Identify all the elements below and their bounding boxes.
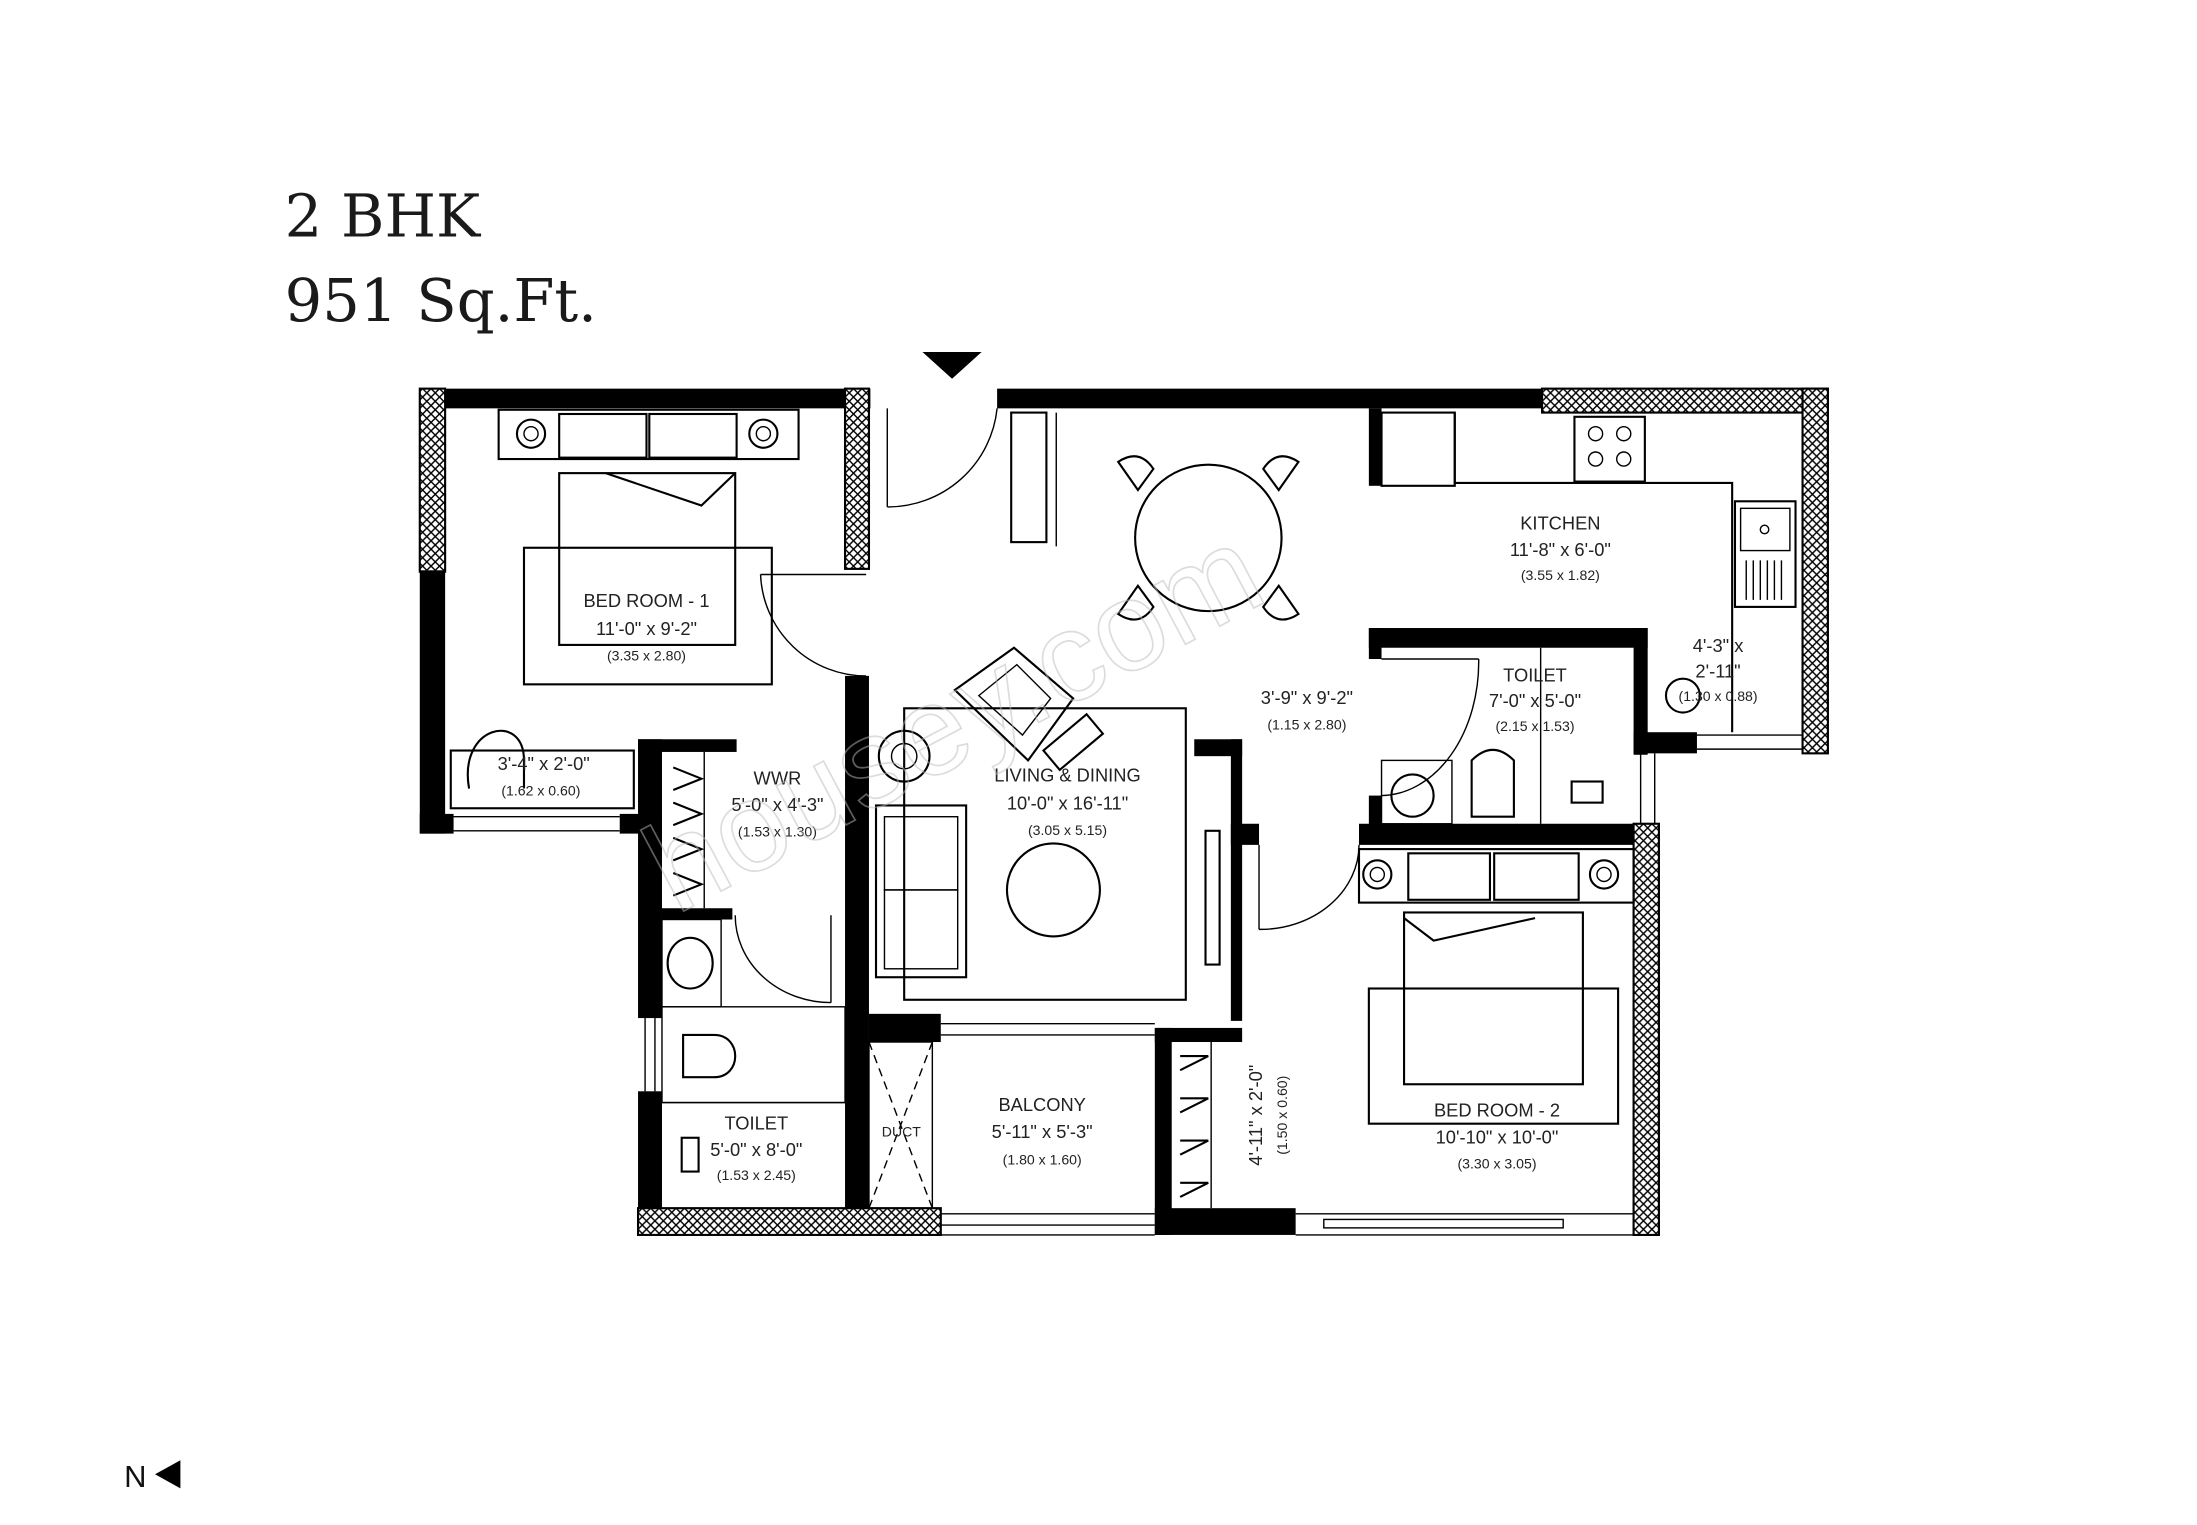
wwr-metric: (1.53 x 1.30) [738,823,817,839]
bed2-wardrobe-dim: 4'-11" x 2'-0" [1245,1065,1266,1166]
balcony-name: BALCONY [998,1094,1085,1115]
passage-metric: (1.15 x 2.80) [1267,716,1346,732]
kitchen-name: KITCHEN [1520,512,1600,533]
entry-arrow-icon [922,352,982,379]
utility-metric: (1.30 x 0.88) [1679,688,1758,704]
bed1-wardrobe-dim: 3'-4" x 2'-0" [498,753,590,774]
utility-dim-line1: 4'-3" x [1693,635,1744,656]
kitchen-fixtures [1380,411,1797,733]
bedroom2-door[interactable] [1258,844,1360,931]
bedroom1-metric: (3.35 x 2.80) [607,647,686,663]
kitchen-dim: 11'-8" x 6'-0" [1510,539,1611,560]
living-name: LIVING & DINING [994,765,1140,786]
wwr-dim: 5'-0" x 4'-3" [731,794,823,815]
living-dim: 10'-0" x 16'-11" [1007,793,1128,814]
bedroom1-name: BED ROOM - 1 [583,590,709,611]
north-label: N [124,1459,146,1494]
bedroom2-metric: (3.30 x 3.05) [1457,1156,1536,1172]
toilet2-dim: 7'-0" x 5'-0" [1489,690,1581,711]
toilet1-metric: (1.53 x 2.45) [717,1167,796,1183]
toilet2-metric: (2.15 x 1.53) [1495,718,1574,734]
bedroom2-dim: 10'-10" x 10'-0" [1436,1126,1559,1147]
toilet1-name: TOILET [724,1112,788,1133]
bedroom2-furniture [1179,848,1635,1209]
main-door[interactable] [886,408,998,508]
watermark: housey.com [622,497,1284,939]
passage-dim: 3'-9" x 9'-2" [1261,687,1353,708]
bedroom1-door[interactable] [759,573,867,677]
bedroom1-furniture [449,408,800,810]
toilet2-name: TOILET [1503,665,1567,686]
utility-dim-line2: 2'-11" [1695,660,1740,681]
unit-type-title: 2 BHK [285,182,482,251]
living-dining-furniture [874,411,1300,1001]
toilet1-fixtures [661,918,846,1173]
north-arrow-icon [155,1460,181,1489]
bedroom1-dim: 11'-0" x 9'-2" [596,618,697,639]
duct-label: DUCT [882,1123,922,1139]
toilet2-fixtures [1380,647,1604,825]
duct-shaft [868,1041,934,1209]
bed1-wardrobe-metric: (1.62 x 0.60) [501,783,580,799]
living-metric: (3.05 x 5.15) [1028,822,1107,838]
toilet1-dim: 5'-0" x 8'-0" [710,1139,802,1160]
wwr-wardrobe [672,751,705,909]
toilet1-door[interactable] [734,915,832,1004]
balcony-dim: 5'-11" x 5'-3" [992,1121,1093,1142]
bedroom2-name: BED ROOM - 2 [1434,1100,1560,1121]
toilet2-door[interactable] [1381,658,1480,797]
bed2-wardrobe-metric: (1.50 x 0.60) [1274,1076,1290,1155]
wwr-name: WWR [754,767,802,788]
area-title: 951 Sq.Ft. [285,266,597,335]
walls [418,387,1829,1236]
balcony-metric: (1.80 x 1.60) [1003,1152,1082,1168]
doors [734,408,1480,1004]
kitchen-metric: (3.55 x 1.82) [1521,567,1600,583]
